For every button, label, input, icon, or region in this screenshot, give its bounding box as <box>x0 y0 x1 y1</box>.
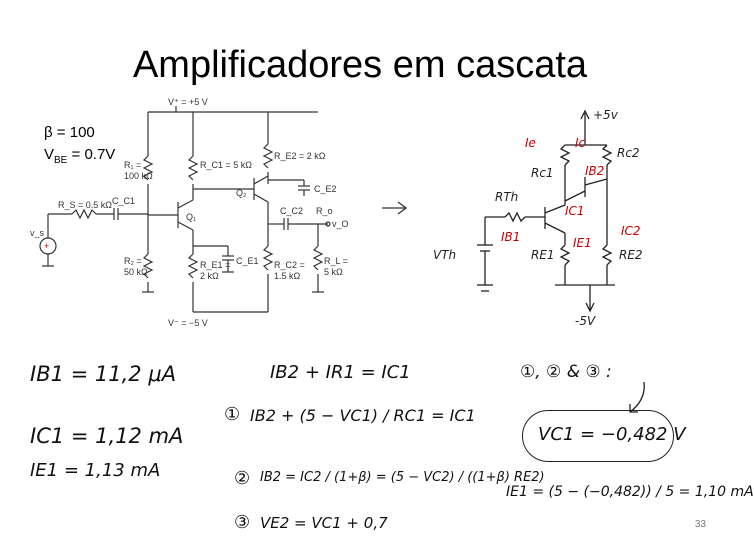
arrow-icon <box>382 201 408 215</box>
re2-label: R_E2 = 2 kΩ <box>274 151 326 161</box>
r2-label: R₂ = <box>124 256 142 266</box>
equation-ic1: IC1 = 1,12 mA <box>30 424 184 448</box>
q2-label: Q₂ <box>236 188 247 198</box>
vminus-label: V⁻ = −5 V <box>168 318 208 328</box>
equation-ib1: IB1 = 11,2 μA <box>30 362 177 386</box>
r1-label: R₁ = <box>124 160 141 170</box>
beta-value: β = 100 <box>44 124 95 141</box>
sketch-ib1-label: IB1 <box>501 230 520 244</box>
re1-label: R_E1 = <box>200 260 230 270</box>
sketch-v5-label: +5v <box>593 108 619 122</box>
rc2-value: 1.5 kΩ <box>274 271 301 281</box>
equation-3-number: ③ <box>234 512 251 533</box>
vbe-value: VBE = 0.7V <box>44 146 116 166</box>
vo-label: v_O <box>332 219 349 229</box>
sketch-ib2-label: IB2 <box>585 164 604 178</box>
sketch-ie1-label: IE1 <box>573 236 592 250</box>
sketch-re1-label: RE1 <box>531 248 555 262</box>
equation-node: IB2 + IR1 = IC1 <box>270 362 411 383</box>
q1-label: Q₁ <box>186 212 196 222</box>
cc2-label: C_C2 <box>280 206 303 216</box>
page-number: 33 <box>694 519 706 530</box>
sketch-ie-label: Ie <box>525 136 536 150</box>
equation-vc1: VC1 = −0,482 V <box>538 424 686 445</box>
equation-ie1-result: IE1 = (5 − (−0,482)) / 5 = 1,10 mA <box>506 484 754 500</box>
equivalent-circuit-sketch: +5v Ie Ic Rc2 Rc1 IB2 RTh IC1 IC2 IB1 VT… <box>433 108 643 328</box>
sketch-rth-label: RTh <box>495 190 518 204</box>
sketch-rc2-label: Rc2 <box>617 146 640 160</box>
sketch-rc1-label: Rc1 <box>531 166 554 180</box>
sketch-ic2-label: IC2 <box>621 224 641 238</box>
r1-value: 100 kΩ <box>124 171 153 181</box>
equation-ie1: IE1 = 1,13 mA <box>30 460 161 481</box>
sketch-re2-label: RE2 <box>619 248 643 262</box>
cascade-amplifier-schematic: + V⁺ = +5 V V⁻ = −5 V R₁ = 100 kΩ R_C1 =… <box>30 97 349 328</box>
ce2-label: C_E2 <box>314 184 337 194</box>
rl-label: R_L = <box>324 256 348 266</box>
rl-value: 5 kΩ <box>324 267 343 277</box>
sketch-ic1-label: IC1 <box>565 204 585 218</box>
rc2-label: R_C2 = <box>274 260 305 270</box>
vplus-label: V⁺ = +5 V <box>168 97 208 107</box>
pointer-arrow-icon <box>629 381 645 413</box>
cc1-label: C_C1 <box>112 196 135 206</box>
equation-combine: ①, ② & ③ : <box>520 362 612 382</box>
equation-1-number: ① <box>224 404 241 425</box>
ro-label: R_o <box>316 206 333 216</box>
equation-1: IB2 + (5 − VC1) / RC1 = IC1 <box>250 406 476 425</box>
vs-label: v_s <box>30 228 45 238</box>
rs-label: R_S = 0.5 kΩ <box>58 200 112 210</box>
svg-text:+: + <box>44 241 49 251</box>
ce1-label: C_E1 <box>236 256 259 266</box>
equation-2-number: ② <box>234 468 251 489</box>
parameters-block: β = 100 VBE = 0.7V <box>44 122 115 172</box>
re1-value: 2 kΩ <box>200 271 219 281</box>
equation-2: IB2 = IC2 / (1+β) = (5 − VC2) / ((1+β) R… <box>260 470 545 485</box>
slide-title: Amplificadores em cascata <box>132 44 588 86</box>
r2-value: 50 kΩ <box>124 267 148 277</box>
equation-3: VE2 = VC1 + 0,7 <box>260 514 388 532</box>
vc1-result-box <box>522 410 674 462</box>
sketch-vth-label: VTh <box>433 248 456 262</box>
sketch-ic-label: Ic <box>575 136 586 150</box>
sketch-m5v-label: -5V <box>575 314 596 328</box>
rc1-label: R_C1 = 5 kΩ <box>200 160 252 170</box>
